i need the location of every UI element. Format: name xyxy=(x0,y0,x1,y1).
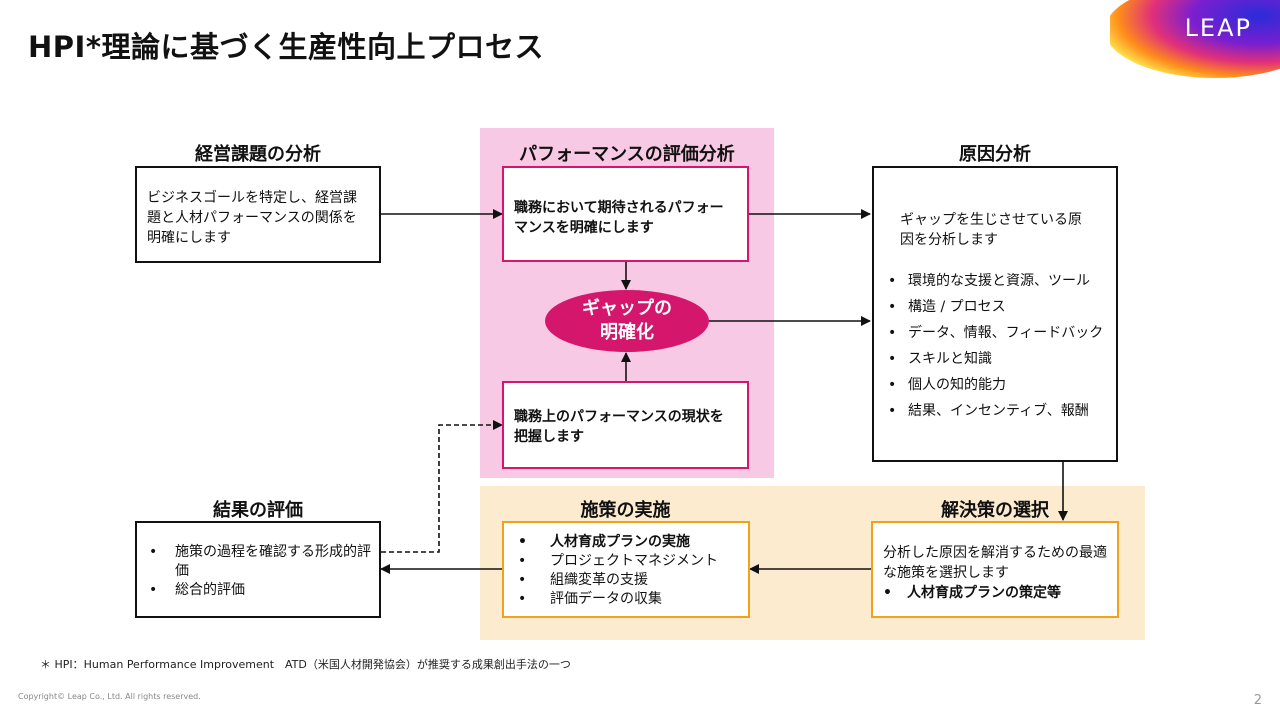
implementation-list-item: 組織変革の支援 xyxy=(512,571,740,590)
implementation-box: 人材育成プランの実施 プロジェクトマネジメント 組織変革の支援 評価データの収集 xyxy=(502,521,750,618)
performance-analysis-header: パフォーマンスの評価分析 xyxy=(519,144,735,165)
copyright: Copyright© Leap Co., Ltd. All rights res… xyxy=(18,692,201,701)
cause-list-item: 結果、インセンティブ、報酬 xyxy=(882,398,1106,424)
cause-list-item: 環境的な支援と資源、ツール xyxy=(882,268,1106,294)
cause-list-item: 個人の知的能力 xyxy=(882,372,1106,398)
cause-analysis-text: ギャップを生じさせている原因を分析します xyxy=(900,212,1082,248)
solution-list: 人材育成プランの策定等 xyxy=(883,583,1109,603)
evaluation-list-item: 施策の過程を確認する形成的評価 xyxy=(143,543,371,581)
business-analysis-box: ビジネスゴールを特定し、経営課題と人材パフォーマンスの関係を明確にします xyxy=(135,166,381,263)
page-title: HPI*理論に基づく生産性向上プロセス xyxy=(28,30,544,64)
footnote: ＊ HPI：Human Performance Improvement ATD（… xyxy=(40,658,571,671)
implementation-header: 施策の実施 xyxy=(580,500,671,521)
cause-list-item: スキルと知識 xyxy=(882,346,1106,372)
gap-clarification-node: ギャップの明確化 xyxy=(545,290,709,352)
cause-analysis-header: 原因分析 xyxy=(959,144,1031,165)
implementation-list: 人材育成プランの実施 プロジェクトマネジメント 組織変革の支援 評価データの収集 xyxy=(512,533,740,609)
implementation-list-item: 評価データの収集 xyxy=(512,590,740,609)
page-number: 2 xyxy=(1253,693,1262,708)
evaluation-header: 結果の評価 xyxy=(213,500,303,521)
implementation-list-item: プロジェクトマネジメント xyxy=(512,552,740,571)
evaluation-list: 施策の過程を確認する形成的評価 総合的評価 xyxy=(143,543,371,600)
cause-list: 環境的な支援と資源、ツール 構造 / プロセス データ、情報、フィードバック ス… xyxy=(882,268,1106,424)
business-analysis-text: ビジネスゴールを特定し、経営課題と人材パフォーマンスの関係を明確にします xyxy=(147,190,357,246)
expected-performance-box: 職務において期待されるパフォーマンスを明確にします xyxy=(502,166,749,262)
dashed-arrow-evaluation-to-current xyxy=(381,420,503,553)
solution-selection-header: 解決策の選択 xyxy=(941,500,1049,521)
business-analysis-header: 経営課題の分析 xyxy=(195,144,321,165)
expected-performance-text: 職務において期待されるパフォーマンスを明確にします xyxy=(514,200,724,236)
solution-list-item: 人材育成プランの策定等 xyxy=(877,583,1109,603)
evaluation-list-item: 総合的評価 xyxy=(143,581,371,600)
cause-list-item: データ、情報、フィードバック xyxy=(882,320,1106,346)
leap-logo xyxy=(1110,0,1280,78)
current-performance-box: 職務上のパフォーマンスの現状を把握します xyxy=(502,381,749,469)
cause-analysis-box: ギャップを生じさせている原因を分析します 環境的な支援と資源、ツール 構造 / … xyxy=(872,166,1118,462)
evaluation-box: 施策の過程を確認する形成的評価 総合的評価 xyxy=(135,521,381,618)
solution-selection-text: 分析した原因を解消するための最適な施策を選択します xyxy=(883,545,1107,581)
current-performance-text: 職務上のパフォーマンスの現状を把握します xyxy=(514,409,724,445)
logo-text: LEAP xyxy=(1184,14,1252,42)
implementation-list-item: 人材育成プランの実施 xyxy=(512,533,740,552)
cause-list-item: 構造 / プロセス xyxy=(882,294,1106,320)
solution-selection-box: 分析した原因を解消するための最適な施策を選択します 人材育成プランの策定等 xyxy=(871,521,1119,618)
gap-clarification-text: ギャップの明確化 xyxy=(582,298,672,343)
